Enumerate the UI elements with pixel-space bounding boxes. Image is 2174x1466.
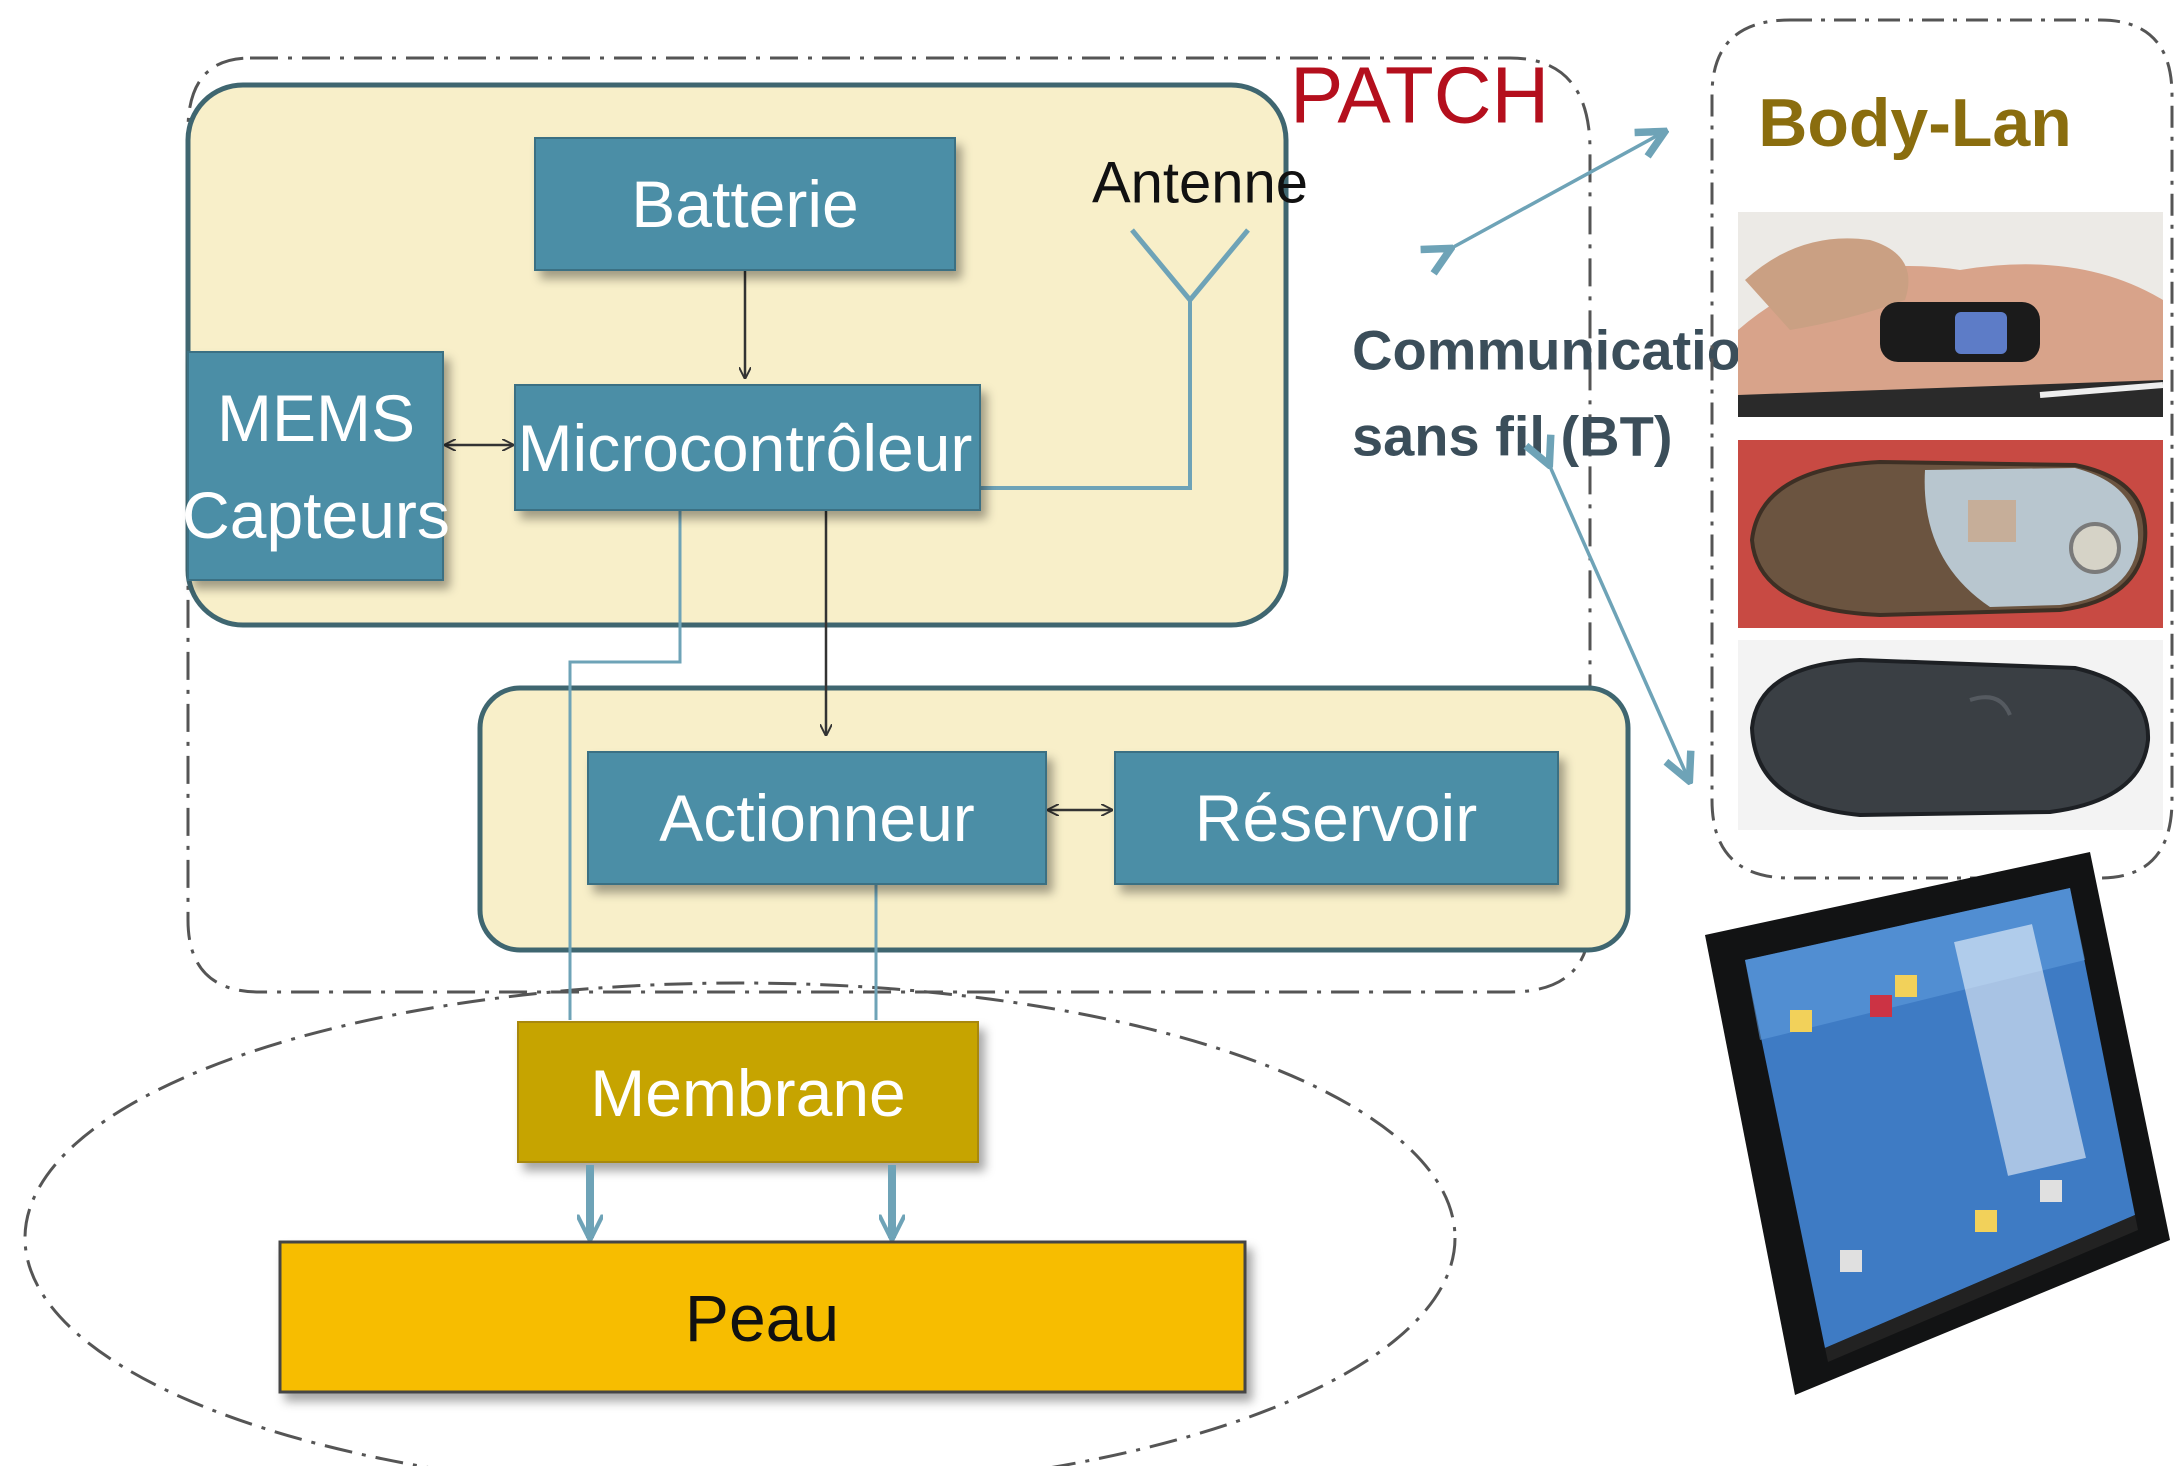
actuator-label: Actionneur xyxy=(659,781,975,855)
body-lan-boundary xyxy=(1710,18,2174,880)
antenna-line xyxy=(980,298,1192,490)
tablet-photo xyxy=(1705,852,2170,1395)
smartwatch-photo xyxy=(1738,212,2164,417)
skin-zone-boundary xyxy=(23,981,1457,1466)
reservoir-block: Réservoir xyxy=(1114,751,1559,885)
wireless-arrow-upper xyxy=(1448,133,1662,250)
membrane-block: Membrane xyxy=(517,1021,979,1163)
body-lan-title: Body-Lan xyxy=(1758,85,2072,161)
mems-label: MEMS xyxy=(217,381,415,455)
patch-boundary xyxy=(186,56,1592,994)
microcontroller-block: Microcontrôleur xyxy=(514,384,981,511)
mcu-to-membrane-line xyxy=(568,505,682,1020)
wireless-label-line1: Communication xyxy=(1352,319,1775,382)
skin-block: Peau xyxy=(278,1240,1247,1394)
black-insole-photo xyxy=(1738,640,2163,830)
wireless-arrow-lower xyxy=(1548,462,1688,778)
reservoir-label: Réservoir xyxy=(1195,781,1477,855)
battery-label: Batterie xyxy=(631,167,858,241)
sensors-label: Capteurs xyxy=(182,478,450,552)
wireless-label-line2: sans fil (BT) xyxy=(1352,405,1672,468)
smart-insole-photo xyxy=(1738,440,2163,628)
patch-label: PATCH xyxy=(1290,51,1549,140)
actuator-block: Actionneur xyxy=(587,751,1047,885)
skin-label: Peau xyxy=(685,1281,839,1355)
antenna-label: Antenne xyxy=(1092,151,1308,216)
mems-sensors-block: MEMS Capteurs xyxy=(182,351,450,581)
microcontroller-label: Microcontrôleur xyxy=(518,411,973,485)
battery-block: Batterie xyxy=(534,137,956,271)
membrane-label: Membrane xyxy=(590,1056,905,1130)
antenna-symbol xyxy=(1130,228,1250,304)
